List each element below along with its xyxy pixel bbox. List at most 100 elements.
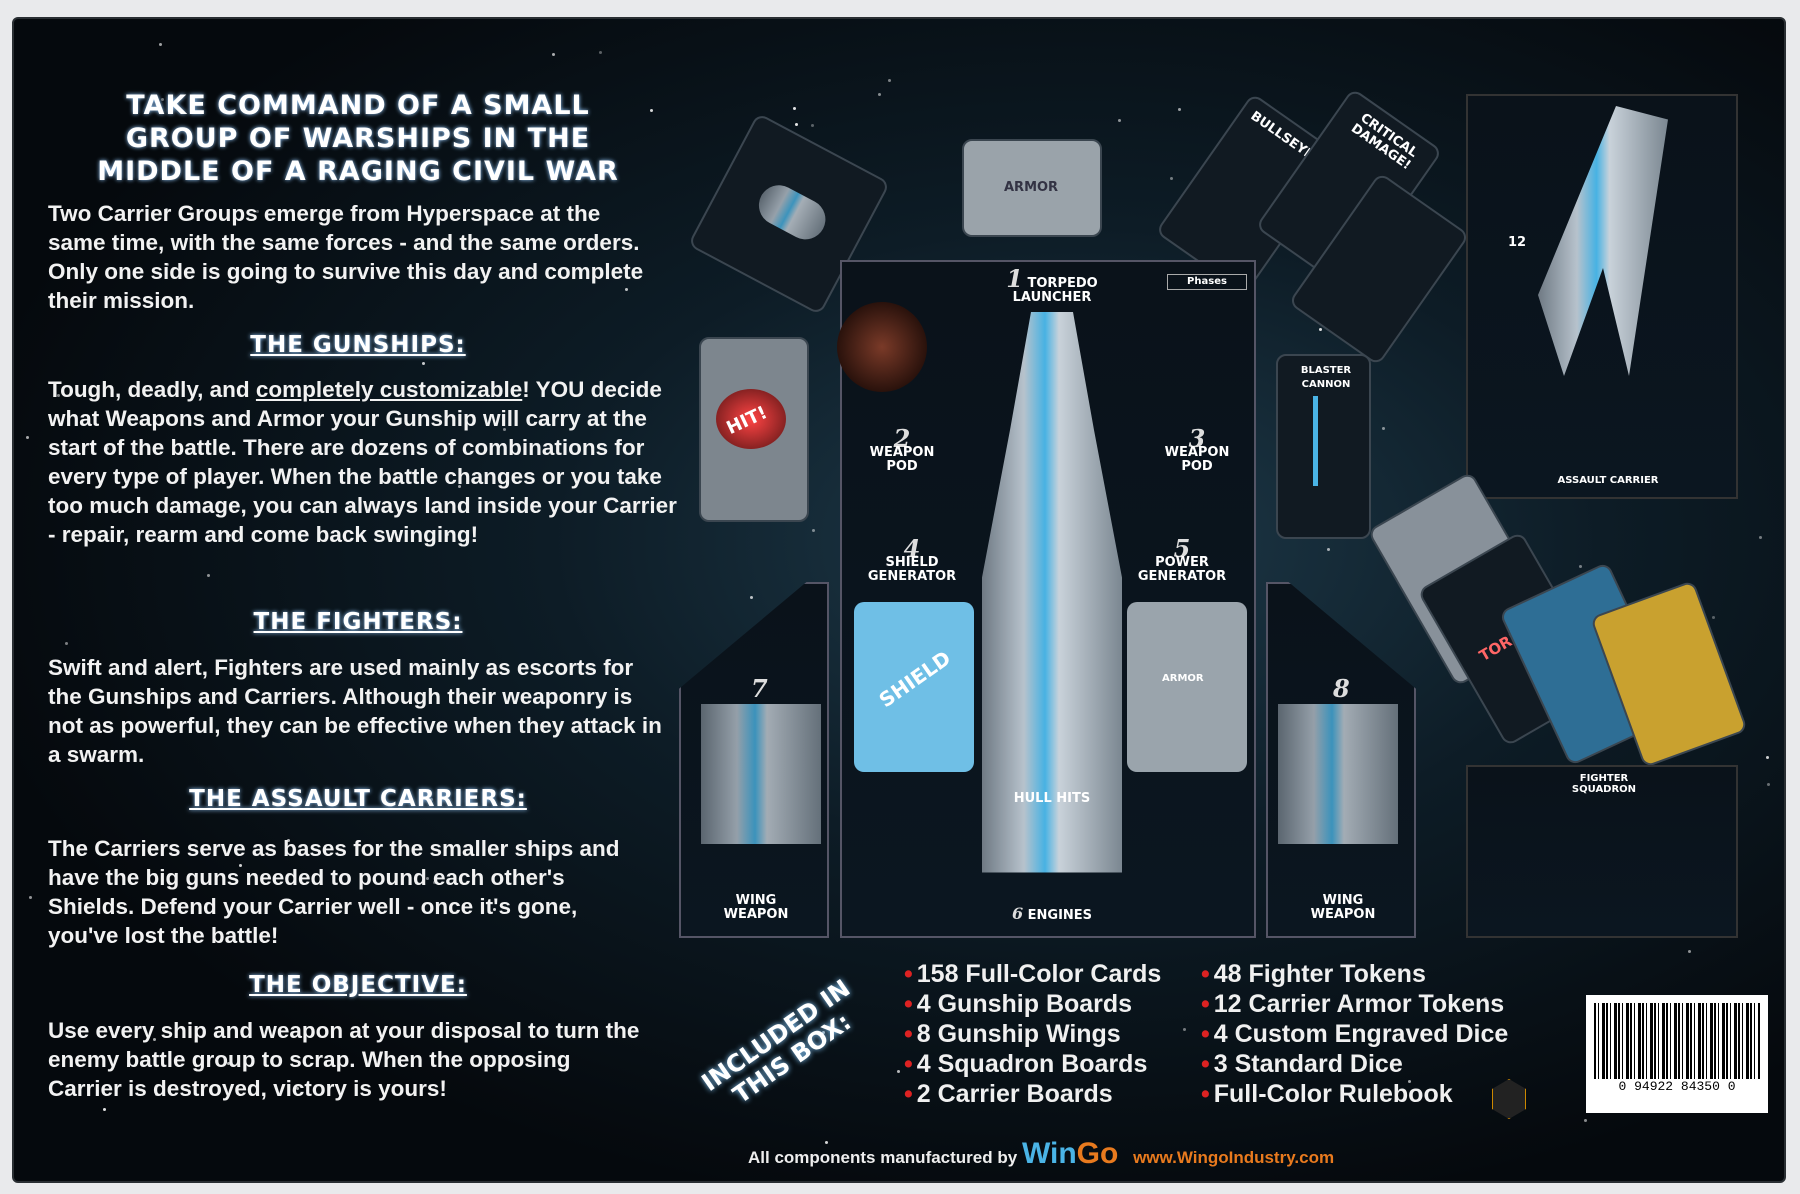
headline-line: TAKE COMMAND OF A SMALL (126, 90, 590, 121)
star (821, 1030, 825, 1034)
website-link: www.WingoIndustry.com (1133, 1148, 1335, 1167)
barcode-number: 0 94922 84350 0 (1618, 1079, 1736, 1094)
star (752, 1056, 756, 1060)
star (624, 287, 628, 291)
star (409, 471, 413, 475)
hit-card: HIT! (699, 337, 809, 522)
slot-label: WEAPON POD (869, 445, 935, 474)
star (445, 533, 449, 537)
star (1318, 328, 1322, 332)
star (166, 263, 170, 267)
shield-slot: SHIELD (854, 602, 974, 772)
star (878, 93, 882, 97)
star (1578, 565, 1582, 569)
heading-objective: THE OBJECTIVE: (249, 972, 467, 998)
carrier-board: 12 ASSAULT CARRIER (1466, 94, 1738, 499)
star (1407, 1080, 1411, 1084)
item-text: 12 Carrier Armor Tokens (1213, 990, 1505, 1018)
star (825, 1140, 829, 1144)
slot-number: 2 (893, 424, 911, 453)
wing-weapon-label: WING WEAPON (723, 893, 789, 922)
star (1484, 997, 1488, 1001)
star (226, 1061, 230, 1065)
carriers-text: The Carriers serve as bases for the smal… (48, 836, 620, 948)
brand-logo: Go (1076, 1137, 1119, 1170)
star (287, 839, 291, 843)
item-text: 4 Squadron Boards (916, 1050, 1148, 1078)
fighter-squadron-board: FIGHTER SQUADRON (1466, 765, 1738, 938)
star (1326, 548, 1330, 552)
star (799, 1042, 803, 1046)
star (749, 596, 753, 600)
included-item: •158 Full-Color Cards (904, 960, 1162, 988)
slot-1: 1 TORPEDO LAUNCHER (982, 267, 1122, 305)
slot-number: 5 (1173, 534, 1191, 563)
star (1712, 615, 1716, 619)
star (105, 447, 109, 451)
text: ! YOU decide what Weapons and Armor your… (48, 377, 677, 547)
item-text: 158 Full-Color Cards (916, 960, 1162, 988)
star (811, 528, 815, 532)
star (348, 505, 352, 509)
star (1583, 1118, 1587, 1122)
item-text: 4 Gunship Boards (916, 990, 1133, 1018)
footer: All components manufactured by WinGo www… (748, 1137, 1334, 1171)
slot-6: 6 ENGINES (992, 906, 1112, 923)
slot-label: WEAPON POD (1164, 445, 1230, 474)
slot-label: SHIELD GENERATOR (867, 555, 957, 584)
squadron-label: FIGHTER SQUADRON (1571, 773, 1637, 795)
star (1381, 426, 1385, 430)
star (1766, 755, 1770, 759)
intro-text: Two Carrier Groups emerge from Hyperspac… (48, 201, 644, 313)
item-text: Full-Color Rulebook (1213, 1080, 1453, 1108)
star (227, 534, 231, 538)
included-item: •4 Gunship Boards (904, 990, 1133, 1018)
included-list-2: •48 Fighter Tokens •12 Carrier Armor Tok… (1201, 959, 1508, 1109)
objective-text: Use every ship and weapon at your dispos… (48, 1018, 640, 1101)
star (1169, 176, 1173, 180)
star (1688, 950, 1692, 954)
barcode-bars (1594, 1003, 1760, 1079)
star (164, 208, 168, 212)
footer-text: All components manufactured by (748, 1148, 1018, 1167)
star (255, 209, 259, 213)
star (457, 485, 461, 489)
star (239, 864, 243, 868)
star (896, 1070, 900, 1074)
star (888, 79, 892, 83)
star (599, 50, 603, 54)
item-text: 48 Fighter Tokens (1213, 960, 1426, 988)
star (421, 362, 425, 366)
included-item: •8 Gunship Wings (904, 1020, 1121, 1048)
blaster-card: BLASTER CANNON (1276, 354, 1371, 539)
card-title: CRITICAL DAMAGE! (1348, 110, 1421, 174)
hull-hits-label: HULL HITS (1013, 791, 1091, 806)
star (394, 475, 398, 479)
slot-number: 8 (1333, 674, 1350, 703)
phases-panel: Phases (1167, 274, 1247, 290)
star (207, 573, 211, 577)
armor-slot: ARMOR (1127, 602, 1247, 772)
card-title: BLASTER CANNON (1300, 365, 1352, 390)
star (794, 122, 798, 126)
included-item: •3 Standard Dice (1201, 1050, 1403, 1078)
star (102, 1108, 106, 1112)
wing-weapon-label: WING WEAPON (1310, 893, 1376, 922)
star (158, 43, 162, 47)
star (430, 798, 434, 802)
heading-carriers: THE ASSAULT CARRIERS: (189, 786, 527, 812)
included-item: •12 Carrier Armor Tokens (1201, 990, 1505, 1018)
star (1758, 535, 1762, 539)
slot-label: POWER GENERATOR (1137, 555, 1227, 584)
star (492, 908, 496, 912)
slot-number: 7 (751, 674, 768, 703)
star (432, 880, 436, 884)
included-item: •Full-Color Rulebook (1201, 1080, 1453, 1108)
star (160, 98, 164, 102)
star (1177, 107, 1181, 111)
text: Tough, deadly, and (48, 377, 256, 402)
item-text: 4 Custom Engraved Dice (1213, 1020, 1509, 1048)
